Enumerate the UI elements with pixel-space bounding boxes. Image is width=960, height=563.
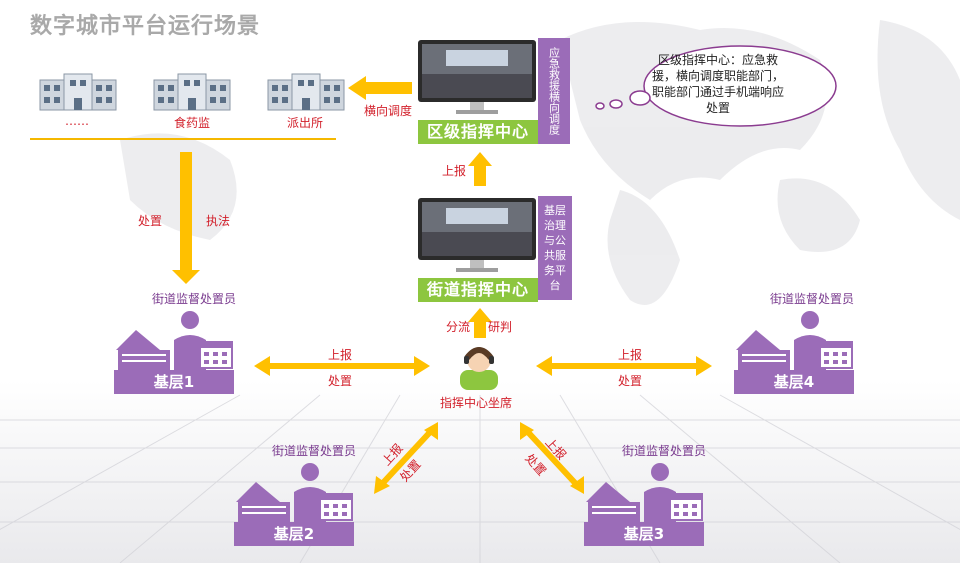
grassroots-3-icon bbox=[586, 463, 703, 522]
supervisor-label-3: 街道监督处置员 bbox=[622, 444, 707, 458]
office-building-icon bbox=[267, 73, 345, 111]
grassroots-4-label: 基层4 bbox=[734, 370, 854, 394]
building-fda bbox=[150, 70, 234, 116]
street-center-side: 基层治理与公共服务平台 bbox=[538, 196, 572, 300]
label-enforce: 执法 bbox=[206, 214, 231, 228]
double-arrows bbox=[268, 363, 698, 487]
label-report-left: 上报 bbox=[328, 348, 353, 362]
thought-cloud bbox=[595, 45, 837, 127]
monitor-icon bbox=[418, 40, 536, 114]
label-report-up-upper: 上报 bbox=[442, 164, 467, 178]
office-building-icon bbox=[153, 73, 231, 111]
label-dispose-left2: 处置 bbox=[328, 374, 353, 388]
street-center-label: 街道指挥中心 bbox=[418, 278, 538, 302]
label-dispose-right: 处置 bbox=[618, 374, 643, 388]
enforce-down-arrow bbox=[172, 152, 200, 284]
street-monitor bbox=[416, 196, 538, 278]
cloud-text: 区级指挥中心：应急救援，横向调度职能部门，职能部门通过手机端响应处置 bbox=[651, 53, 784, 115]
grassroots-3-label: 基层3 bbox=[584, 522, 704, 546]
building-label-police: 派出所 bbox=[286, 116, 323, 130]
label-divert: 分流 bbox=[446, 320, 471, 334]
label-judge: 研判 bbox=[488, 320, 513, 334]
supervisor-label-2: 街道监督处置员 bbox=[272, 444, 357, 458]
report-up-arrow-lower bbox=[468, 308, 492, 338]
double-arrow-lower-right bbox=[523, 427, 579, 487]
horizontal-dispatch-arrow bbox=[348, 76, 412, 100]
operator-headset-icon bbox=[460, 347, 498, 390]
district-center-label: 区级指挥中心 bbox=[418, 120, 538, 144]
page-title: 数字城市平台运行场景 bbox=[30, 14, 261, 39]
double-arrow-lower-left bbox=[379, 427, 435, 487]
label-report-right: 上报 bbox=[618, 348, 643, 362]
supervisor-label-1: 街道监督处置员 bbox=[152, 292, 237, 306]
office-building-icon bbox=[39, 73, 117, 111]
report-up-arrow-upper bbox=[468, 152, 492, 186]
grassroots-4-icon bbox=[736, 311, 853, 370]
grassroots-1-icon bbox=[116, 311, 233, 370]
building-police bbox=[264, 70, 348, 116]
grassroots-2-label: 基层2 bbox=[234, 522, 354, 546]
label-horizontal-dispatch: 横向调度 bbox=[364, 104, 413, 118]
building-label-etc: …… bbox=[65, 114, 89, 128]
floor-grid bbox=[0, 394, 960, 563]
building-label-fda: 食药监 bbox=[173, 116, 210, 130]
district-center-side: 应急救援横向调度 bbox=[538, 38, 570, 144]
monitor-icon bbox=[418, 198, 536, 272]
grassroots-1-label: 基层1 bbox=[114, 370, 234, 394]
building-etc bbox=[36, 70, 120, 116]
grassroots-2-icon bbox=[236, 463, 353, 522]
label-dispose-left: 处置 bbox=[138, 214, 163, 228]
supervisor-label-4: 街道监督处置员 bbox=[770, 292, 855, 306]
seat-label: 指挥中心坐席 bbox=[440, 396, 513, 410]
district-monitor bbox=[416, 38, 538, 120]
